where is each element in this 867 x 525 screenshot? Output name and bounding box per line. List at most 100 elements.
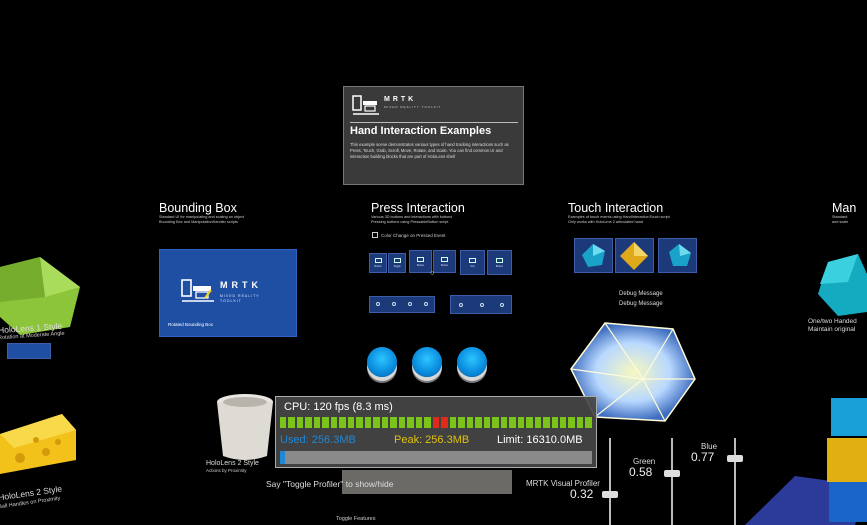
press-button-6[interactable]: Button: [487, 250, 512, 275]
toggle-bar[interactable]: [342, 470, 512, 494]
bounding-box-card[interactable]: MRTK MIXED REALITY TOOLKIT Rotated Bound…: [159, 249, 297, 337]
red-slider-handle[interactable]: [602, 491, 618, 498]
memory-bar-track: [280, 451, 592, 464]
cpu-readout: CPU: 120 fps (8.3 ms): [284, 401, 393, 413]
blocks-object[interactable]: [745, 396, 867, 525]
touch-tile-1[interactable]: [574, 238, 613, 273]
teal-sphere-object[interactable]: [818, 254, 867, 320]
gear-icon[interactable]: [424, 302, 428, 306]
green-slider-track[interactable]: [671, 438, 673, 525]
press-button-4[interactable]: Button: [433, 250, 456, 273]
press-button-5[interactable]: Icon: [460, 250, 485, 275]
round-push-button-3[interactable]: [457, 347, 487, 377]
press-subtitle-2: Pressing buttons using PressableButton s…: [371, 220, 449, 224]
green-slider-handle[interactable]: [664, 470, 680, 477]
touch-tile-2[interactable]: [615, 238, 654, 273]
blue-slider-label: Blue: [701, 442, 718, 451]
frame-segment: [347, 417, 355, 428]
icosahedron-object[interactable]: [565, 317, 700, 427]
red-slider-value: 0.32: [570, 487, 594, 501]
hl2-sub-label: Actions by Proximity: [206, 468, 247, 473]
toggle-profiler-hint: Say "Toggle Profiler" to show/hide: [266, 479, 394, 489]
frame-segment: [449, 417, 457, 428]
bbox-brand: MRTK: [220, 280, 262, 290]
mic-icon[interactable]: [408, 302, 412, 306]
button-icon: [417, 256, 424, 262]
mrtk-logo-icon: [352, 95, 379, 115]
gem-icon: [582, 244, 605, 267]
blue-slider-handle[interactable]: [727, 455, 743, 462]
memory-used: Used: 256.3MB: [280, 434, 356, 446]
press-button-2[interactable]: Toggle: [388, 253, 406, 273]
frame-segment: [475, 417, 482, 428]
frame-segment: [339, 417, 346, 428]
frame-segment: [559, 417, 567, 428]
button-icon: [374, 258, 382, 263]
press-button-1[interactable]: Button: [369, 253, 387, 273]
frame-segment: [500, 417, 508, 428]
brand-name: MRTK: [384, 96, 417, 103]
touch-tile-3[interactable]: [658, 238, 697, 273]
frame-segment: [356, 417, 363, 428]
green-polyhedron-object[interactable]: [0, 257, 82, 337]
refresh-icon[interactable]: [480, 303, 484, 307]
frame-segment: [296, 417, 304, 428]
mic-icon[interactable]: [376, 302, 380, 306]
red-slider-track[interactable]: [609, 438, 611, 525]
frame-segment: [517, 417, 525, 428]
button-icon: [441, 256, 448, 262]
frame-segment: [509, 417, 516, 428]
frame-segment: [313, 417, 321, 428]
memory-bar-fill: [280, 451, 285, 464]
bounding-box-subtitle-2: Bounding Box and ManipulationHandler scr…: [159, 220, 238, 224]
debug-message-1: Debug Message: [619, 291, 663, 297]
frame-segment: [576, 417, 584, 428]
cheese-object[interactable]: [0, 412, 78, 477]
color-change-checkbox[interactable]: [372, 232, 378, 238]
diamond-icon: [620, 242, 648, 270]
frame-segment: [483, 417, 491, 428]
gear-icon[interactable]: [500, 303, 504, 307]
info-description: This example scene demonstrates various …: [350, 142, 509, 159]
debug-message-2: Debug Message: [619, 301, 663, 307]
gem-icon: [669, 244, 691, 266]
pen-icon[interactable]: [392, 302, 396, 306]
bounding-box-title: Bounding Box: [159, 201, 237, 215]
mrtk-visual-profiler-label: MRTK Visual Profiler: [526, 479, 600, 488]
blue-slider-track[interactable]: [734, 438, 736, 525]
cursor-icon: ○: [430, 270, 435, 277]
frame-segment: [390, 417, 397, 428]
button-bar-left[interactable]: [369, 296, 435, 313]
frame-segment: [441, 417, 448, 428]
frame-segment: [373, 417, 380, 428]
color-change-label: Color Change on Pressed Event: [381, 233, 446, 238]
frame-segment: [398, 417, 406, 428]
refresh-icon[interactable]: [459, 303, 463, 307]
frame-segment: [432, 417, 440, 428]
frame-segment: [381, 417, 389, 428]
memory-limit: Limit: 16310.0MB: [497, 434, 583, 446]
frame-segment: [364, 417, 372, 428]
frame-segment: [330, 417, 338, 428]
frame-segment: [322, 417, 329, 428]
star-icon: [469, 257, 476, 263]
round-push-button-1[interactable]: [367, 347, 397, 377]
hl1-button[interactable]: [7, 343, 51, 359]
bounding-box-subtitle-1: Standard UI for manipulating and scaling…: [159, 215, 245, 219]
right-label-1: One/two Handed: [808, 318, 857, 325]
frame-segment: [305, 417, 312, 428]
toggle-icon: [393, 258, 401, 263]
divider: [350, 122, 518, 123]
frame-segment: [534, 417, 542, 428]
frame-segment: [585, 417, 592, 428]
button-bar-right[interactable]: [450, 295, 512, 314]
round-push-button-2[interactable]: [412, 347, 442, 377]
info-card: MRTK MIXED REALITY TOOLKIT Hand Interact…: [343, 86, 524, 185]
frame-segment: [458, 417, 465, 428]
cup-object[interactable]: [213, 392, 281, 464]
bbox-brand-subtitle: MIXED REALITY TOOLKIT: [220, 294, 260, 303]
frame-segment: [543, 417, 550, 428]
manipulation-subtitle-2: and scale: [832, 220, 849, 224]
green-slider-value: 0.58: [629, 465, 653, 479]
press-button-3[interactable]: Button: [409, 250, 432, 273]
